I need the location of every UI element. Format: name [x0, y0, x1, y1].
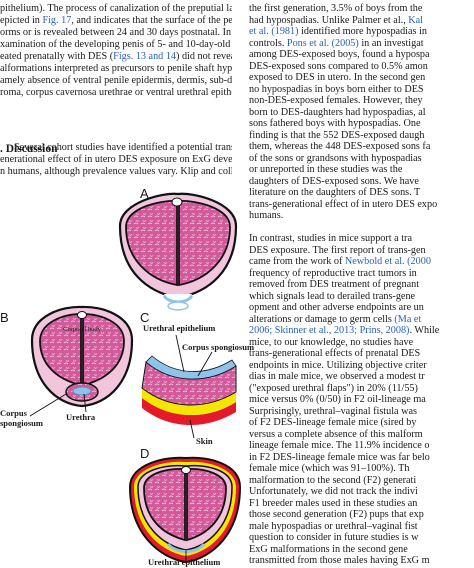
text-line: pithelium). The process of canalization …: [0, 3, 232, 14]
panel-b-diagram: [29, 305, 134, 417]
text-line: orms or is revealed between 24 and 30 da…: [0, 27, 232, 38]
penis-cross-section-diagrams: [29, 192, 242, 564]
text-line: xamination of the developing penis of 5-…: [0, 39, 232, 50]
text-line: ExG malformations in the second gene: [249, 543, 408, 555]
text-line: literature on the daughters of DES sons.…: [249, 187, 421, 198]
text-line: transmitted from those males having ExG …: [249, 555, 430, 566]
panel-label-c: C: [140, 310, 150, 325]
text-line: et al. (1981) identified more hypospadia…: [249, 26, 427, 37]
text-line: finding is that the 552 DES-exposed daug…: [249, 129, 425, 141]
text-line: trans-generational effects of prenatal D…: [249, 348, 421, 359]
text-line: amely absence of ventral penile epidermi…: [0, 75, 232, 86]
text-line: removed from DES treatment of pregnant: [249, 279, 420, 290]
panel-c-diagram: [141, 334, 237, 439]
panel-a-diagram: [118, 192, 238, 312]
text-line: enerational effect of in utero DES expos…: [0, 154, 232, 165]
text-line: versus a complete absence of this malfor…: [249, 428, 423, 440]
text-line: in F2 DES-lineage female mice was far be…: [249, 451, 430, 463]
text-line: 2006; Skinner et al., 2013; Prins, 2008)…: [249, 325, 440, 336]
text-line: which signals lead to derailed trans-gen…: [249, 290, 416, 302]
panel-label-d: D: [140, 446, 150, 461]
text-line: roma, corpus cavernosa urethrae or ventr…: [0, 87, 232, 98]
text-line: n humans, although prevalence values var…: [0, 166, 232, 177]
label-corpus-spongiosum-c: Corpus spongiosum: [182, 342, 255, 352]
text-line: alterations or damage to germ cells (Ma …: [249, 313, 422, 325]
text-line: Unfortunately, we did not track the indi…: [249, 486, 418, 497]
text-line: humans.: [249, 210, 284, 221]
text-line: ("exposed urethral flaps") in 20% (11/55…: [249, 382, 418, 394]
text-line: those second generation (F2) pups that e…: [249, 509, 424, 520]
text-line: Surprisingly, urethral–vaginal fistula w…: [249, 405, 417, 417]
text-line: eated prenatally with DES (Figs. 13 and …: [0, 51, 232, 62]
label-corporal-body: Corporal body: [63, 326, 101, 333]
text-line: trans-generational effect of in utero DE…: [249, 198, 438, 210]
text-line: born to DES-daughters had hypospadias, a…: [249, 106, 426, 118]
text-line: or unreported in these studies was the: [249, 164, 403, 175]
text-line: lineage female mice. The 11.9% incidence…: [249, 440, 430, 451]
text-line: F1 breeder males used in these studies a…: [249, 497, 418, 509]
text-line: no hypospadias in boys born either to DE…: [249, 83, 424, 95]
text-line: exposed to DES in utero. In the second g…: [249, 72, 426, 83]
text-line: DES-exposed sons compared to 0.5% amon: [249, 60, 428, 72]
text-line: endpoints in mice. Utilizing objective c…: [249, 359, 427, 371]
text-line: epicted in Fig. 17, and indicates that t…: [0, 15, 232, 26]
text-line: Several cohort studies have identified a…: [14, 142, 232, 153]
panel-d-diagram: [128, 456, 242, 564]
text-line: mice versus 0% (0/50) in F2 oil-lineage …: [249, 394, 426, 405]
label-urethral-epithelium-d: Urethral epithelium: [148, 557, 221, 567]
text-line: alformations interpreted as precursors t…: [0, 63, 232, 74]
text-line: the first generation, 3.5% of boys from …: [249, 3, 423, 14]
text-line: had hypospadias. Unlike Palmer et al., K…: [249, 14, 424, 26]
text-line: frequency of reproductive tract tumors i…: [249, 267, 417, 279]
label-corpus-spongiosum-b: Corpus spongiosum: [0, 408, 43, 428]
text-line: daughters of DES-exposed sons. We have: [249, 175, 419, 187]
text-line: malformation to the second (F2) generati: [249, 474, 417, 486]
text-line: of F2 DES-lineage female mice (sired by: [249, 417, 417, 428]
text-line: male hypospadias or urethral–vaginal fis…: [249, 520, 418, 532]
text-line: among DES-exposed boys, found a hypospa: [249, 49, 430, 60]
label-urethral-epithelium-c: Urethral epithelium: [143, 323, 216, 333]
text-line: opment and other adverse endpoints are u…: [249, 302, 424, 313]
text-line: came from the work of Newbold et al. (20…: [249, 256, 431, 267]
text-line: of the sons or grandsons with hypospadia…: [249, 152, 422, 164]
label-skin: Skin: [196, 436, 213, 446]
panel-label-a: A: [140, 186, 149, 201]
text-line: controls. Pons et al. (2005) in an inves…: [249, 37, 424, 49]
figure: A B C D: [0, 180, 254, 568]
text-line: them, whereas the 448 DES-exposed sons f…: [249, 141, 431, 152]
text-line: In contrast, studies in mice support a t…: [249, 233, 412, 244]
text-line: female mice (which was 91–100%). Th: [249, 463, 410, 474]
panel-label-b: B: [0, 310, 9, 325]
text-line: mice, to our knowledge, no studies have: [249, 336, 414, 348]
text-line: DES exposure. The first report of trans-…: [249, 244, 426, 256]
text-line: question to consider in future studies i…: [249, 532, 419, 543]
text-line: non-DES-exposed females. However, they: [249, 95, 423, 106]
section-heading: . Discussion: [0, 143, 58, 155]
text-line: sons fathered boys with hypospadias. One: [249, 118, 421, 129]
label-urethra: Urethra: [66, 412, 96, 422]
text-line: dias in male mice, we observed a modest …: [249, 371, 425, 382]
